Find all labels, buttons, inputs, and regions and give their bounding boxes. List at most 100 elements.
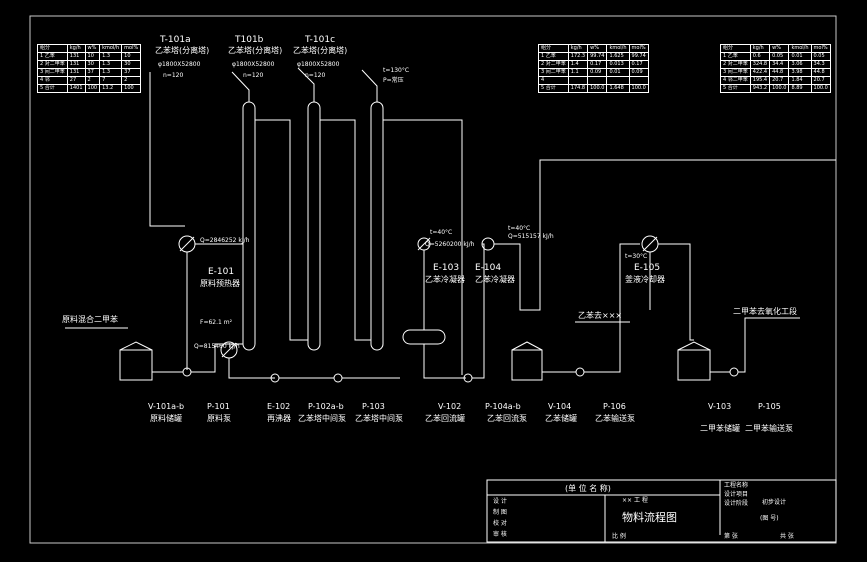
table-cell [628,76,649,85]
table-cell: 195.4 [749,76,771,85]
table-cell: 2 [121,76,142,85]
p103-name: 乙苯塔中间泵 [355,414,403,423]
e102-name: 再沸器 [267,414,291,423]
e103-temp: t=40°C [430,229,453,236]
table-header-cell: kmol/h [606,44,630,53]
unit-name: (单 位 名 称) [565,484,611,493]
table-cell: 44.8 [769,68,790,77]
table-cell: 1401 [66,84,86,93]
table-cell: 3 间二甲苯 [37,68,68,77]
table-cell: 5 合计 [720,84,751,93]
v102-name: 乙苯回流罐 [425,414,465,423]
table-cell: 10 [121,52,142,61]
t101c-n: n=120 [305,72,326,79]
table-cell: 0.05 [769,52,790,61]
table-header-cell: mol% [810,44,831,53]
table-cell: 1.3 [99,52,123,61]
t101a-name: 乙苯塔(分离塔) [155,46,210,55]
table-cell: 3.98 [788,68,812,77]
table-header-cell: mol% [121,44,142,53]
e103-duty: Q=5260200 kJ/h [425,241,475,248]
tb-total: 共 张 [780,533,794,540]
table-cell: 0.6 [749,52,771,61]
v104-name: 乙苯储罐 [545,414,577,423]
p104-name: 乙苯回流泵 [487,414,527,423]
tb-right-3: 设计阶段 [724,500,749,507]
table-cell: 2 对二甲苯 [720,60,751,69]
table-cell: 0.17 [587,60,608,69]
table-cell: 0.01 [788,52,812,61]
table-cell: 8.89 [788,84,812,93]
table-header-cell: 组分 [538,44,569,53]
t101b-n: n=120 [243,72,264,79]
table-cell: 131 [66,52,86,61]
table-cell: 3 间二甲苯 [720,68,751,77]
table-cell: 37 [84,68,101,77]
t101b-tag: T101b [235,35,264,45]
table-cell [567,76,589,85]
table-header-cell: kmol/h [788,44,812,53]
table-cell: 7 [99,76,123,85]
table-cell: 100 [84,84,101,93]
e101-area: F=62.1 m² [200,319,232,326]
table-cell: 172.3 [567,52,589,61]
table-cell: 44.8 [810,68,831,77]
tb-right-1: 工程名称 [724,482,749,489]
table-cell: 20.7 [769,76,790,85]
table-cell: 174.8 [567,84,589,93]
v103-name: 二甲苯储罐 [700,424,740,433]
table-cell: 1.3 [99,68,123,77]
table-cell: 100.0 [587,84,608,93]
table-cell: 131 [66,60,86,69]
p102-name: 乙苯塔中间泵 [298,414,346,423]
table-cell: 37 [121,68,142,77]
e105-temp: t=30°C [625,253,648,260]
table-header-cell: w% [769,44,790,53]
e102-tag: E-102 [267,402,291,411]
table-cell: 0.05 [810,52,831,61]
table-header-cell: kmol/h [99,44,123,53]
ethylbenzene-out: 乙苯去××× [578,311,623,320]
t101a-n: n=120 [163,72,184,79]
e104-temp: t=40°C [508,225,531,232]
e101-tag: E-101 [208,267,235,277]
table-cell: 422.4 [749,68,771,77]
p105-tag: P-105 [758,402,781,411]
table-header-cell: kg/h [66,44,86,53]
table-cell: 1.648 [606,84,630,93]
table-cell: 5 合计 [538,84,569,93]
table-cell: 100.0 [769,84,790,93]
tb-scale: 比 例 [612,533,626,540]
v101-tag: V-101a-b [148,402,185,411]
table-cell: 100.0 [810,84,831,93]
table-cell: 30 [121,60,142,69]
table-cell: 20.7 [810,76,831,85]
table-header-cell: mol% [628,44,649,53]
p103-tag: P-103 [362,402,385,411]
table-cell: 3 间二甲苯 [538,68,569,77]
t101c-dim: φ1800X52800 [297,61,340,68]
table-cell [606,76,630,85]
table-cell: 4 邻二甲苯 [720,76,751,85]
top-pressure: P=常压 [383,77,404,84]
table-header-cell: 组分 [37,44,68,53]
v102-tag: V-102 [438,402,462,411]
t101a-dim: φ1800X52800 [158,61,201,68]
tb-row-4: 审 核 [493,531,507,538]
table-cell: 1.4 [567,60,589,69]
t101c-tag: T-101c [305,35,336,45]
table-cell: 1 乙苯 [720,52,751,61]
table-cell: 99.74 [628,52,649,61]
table-cell: 1.1 [567,68,589,77]
table-cell: 2 [84,76,101,85]
table-cell: 324.8 [749,60,771,69]
p106-tag: P-106 [603,402,626,411]
table-cell: 0.09 [628,68,649,77]
